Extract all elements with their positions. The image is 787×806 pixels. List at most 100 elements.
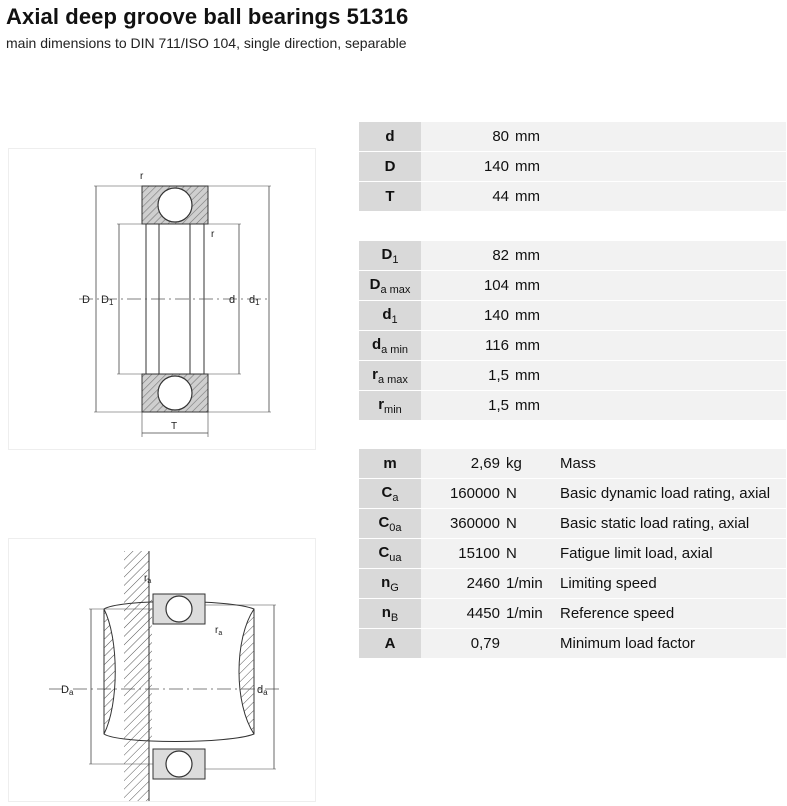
row-description: Reference speed bbox=[550, 599, 786, 628]
row-value: 82 mm bbox=[421, 241, 547, 270]
row-value: 15100 N bbox=[421, 539, 550, 568]
row-value: 2460 1/min bbox=[421, 569, 550, 598]
row-value: 140 mm bbox=[421, 301, 547, 330]
row-description: Basic dynamic load rating, axial bbox=[550, 479, 786, 508]
value-number: 360000 bbox=[449, 515, 500, 532]
row-value: 160000 N bbox=[421, 479, 550, 508]
row-symbol: C0a bbox=[359, 509, 421, 538]
symbol-text: d bbox=[385, 128, 395, 145]
value-number: 82 bbox=[492, 247, 509, 264]
label-ra-top: ra bbox=[144, 573, 151, 585]
table-row: D1 82 mm bbox=[359, 241, 786, 270]
symbol-text: A bbox=[384, 635, 396, 652]
row-description: Limiting speed bbox=[550, 569, 786, 598]
value-unit: mm bbox=[515, 158, 540, 175]
label-D: D bbox=[82, 294, 90, 306]
symbol-subscript: a max bbox=[380, 283, 411, 296]
row-description bbox=[547, 301, 786, 330]
symbol-subscript: min bbox=[384, 403, 402, 416]
value-number: 4450 bbox=[466, 605, 500, 622]
symbol-text: d bbox=[382, 305, 392, 323]
label-D1: D1 bbox=[101, 294, 114, 307]
label-d: d bbox=[229, 294, 235, 306]
symbol-text: D bbox=[381, 245, 393, 263]
row-description bbox=[547, 391, 786, 420]
row-description bbox=[547, 122, 786, 151]
value-unit: N bbox=[506, 485, 517, 502]
label-ra-mid: ra bbox=[215, 625, 222, 637]
row-symbol: Da max bbox=[359, 271, 421, 300]
row-symbol: da min bbox=[359, 331, 421, 360]
page-title: Axial deep groove ball bearings 51316 bbox=[6, 4, 409, 29]
row-description bbox=[547, 182, 786, 211]
bottom-ball bbox=[157, 375, 193, 411]
value-number: 160000 bbox=[449, 485, 500, 502]
mounting-section-svg: Da da ra ra bbox=[49, 551, 279, 801]
value-unit: mm bbox=[515, 188, 540, 205]
value-number: 0,79 bbox=[470, 635, 500, 652]
table-row: d1 140 mm bbox=[359, 301, 786, 330]
row-description: Minimum load factor bbox=[550, 629, 786, 658]
row-symbol: ra max bbox=[359, 361, 421, 390]
table-row: nG 2460 1/min Limiting speed bbox=[359, 569, 786, 598]
symbol-subscript: a max bbox=[377, 373, 408, 386]
value-number: 2460 bbox=[466, 575, 500, 592]
value-unit: 1/min bbox=[506, 575, 543, 592]
symbol-text: C bbox=[378, 543, 390, 561]
value-number: 140 bbox=[483, 307, 509, 324]
row-description: Basic static load rating, axial bbox=[550, 509, 786, 538]
label-d1: d1 bbox=[249, 294, 260, 307]
mounting-dimension-drawing: Da da ra ra bbox=[8, 538, 316, 802]
row-symbol: d bbox=[359, 122, 421, 151]
value-unit: mm bbox=[515, 307, 540, 324]
row-symbol: nB bbox=[359, 599, 421, 628]
row-description bbox=[547, 361, 786, 390]
symbol-subscript: a bbox=[392, 491, 399, 504]
row-symbol: rmin bbox=[359, 391, 421, 420]
value-number: 116 bbox=[485, 337, 509, 354]
symbol-text: C bbox=[378, 513, 390, 531]
value-number: 104 bbox=[483, 277, 509, 294]
value-number: 44 bbox=[492, 188, 509, 205]
symbol-text: r bbox=[372, 365, 378, 383]
page-subtitle: main dimensions to DIN 711/ISO 104, sing… bbox=[6, 35, 407, 51]
symbol-text: T bbox=[385, 188, 395, 205]
symbol-text: r bbox=[378, 395, 385, 413]
row-symbol: nG bbox=[359, 569, 421, 598]
symbol-text: D bbox=[384, 158, 396, 175]
bearing-section-svg: D D1 d d1 r r T bbox=[79, 171, 271, 437]
row-description bbox=[547, 331, 786, 360]
value-unit: mm bbox=[515, 247, 540, 264]
value-number: 15100 bbox=[458, 545, 500, 562]
symbol-subscript: 1 bbox=[392, 253, 399, 266]
label-da: da bbox=[257, 684, 268, 697]
value-number: 1,5 bbox=[488, 367, 509, 384]
row-symbol: Cua bbox=[359, 539, 421, 568]
top-ball bbox=[157, 187, 193, 223]
label-r-mid: r bbox=[211, 229, 215, 240]
symbol-text: n bbox=[381, 573, 391, 591]
row-symbol: D1 bbox=[359, 241, 421, 270]
row-symbol: T bbox=[359, 182, 421, 211]
value-unit: N bbox=[506, 545, 517, 562]
bearing-dimension-drawing: D D1 d d1 r r T bbox=[8, 148, 316, 450]
row-symbol: d1 bbox=[359, 301, 421, 330]
